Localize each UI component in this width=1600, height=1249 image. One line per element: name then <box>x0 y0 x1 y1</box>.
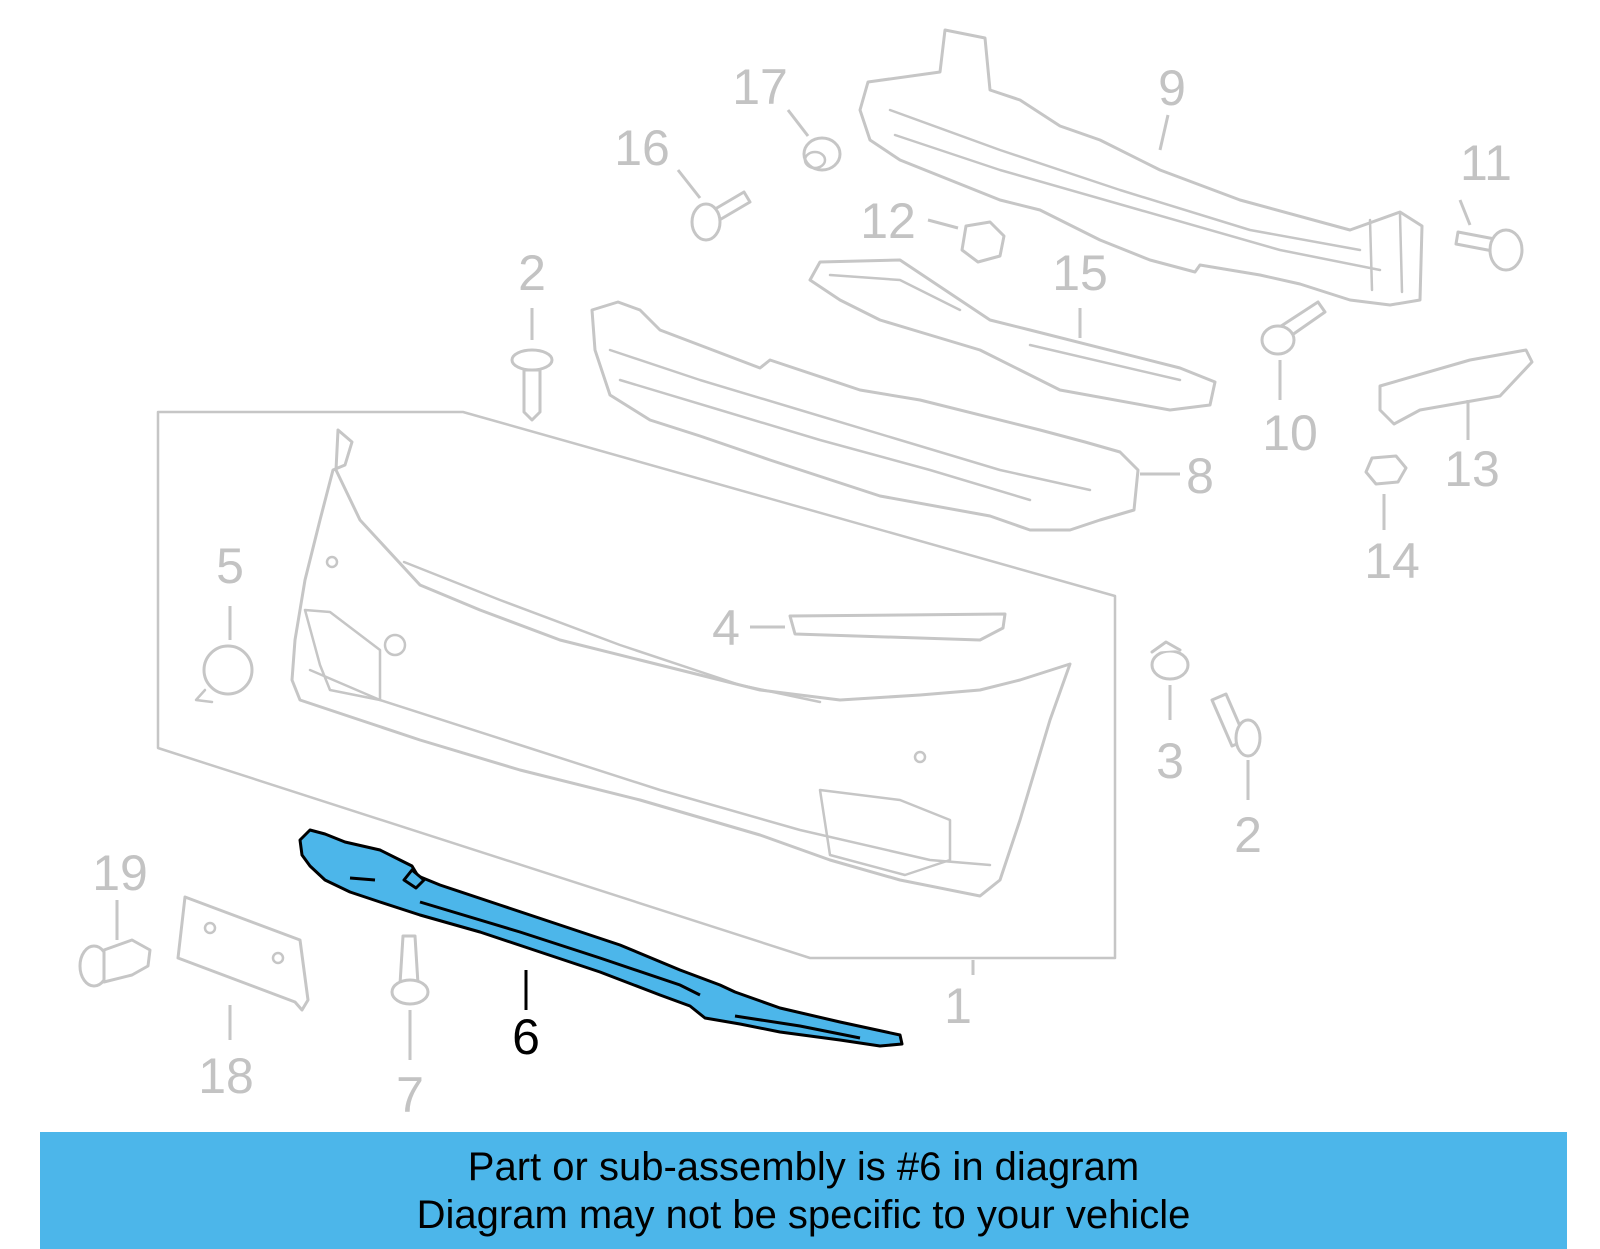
callout-5: 5 <box>216 538 244 594</box>
callout-10: 10 <box>1262 405 1318 461</box>
callout-8: 8 <box>1186 448 1214 504</box>
part-15-absorber <box>808 258 1217 412</box>
banner-line-part: Part or sub-assembly is #6 in diagram <box>467 1144 1140 1189</box>
callout-3: 3 <box>1156 733 1184 789</box>
part-8-energy-absorber <box>590 300 1140 532</box>
part-19-retainer <box>78 938 152 988</box>
part-10-bolt <box>1260 300 1327 356</box>
part-4-trim-strip <box>788 612 1007 642</box>
part-13-bracket <box>1378 348 1534 426</box>
part-17-push-pin <box>802 136 842 172</box>
bumper-assembly-outline <box>156 410 1117 960</box>
callout-16: 16 <box>614 120 670 176</box>
callout-18: 18 <box>198 1048 254 1104</box>
banner-line-disclaimer: Diagram may not be specific to your vehi… <box>416 1192 1191 1237</box>
callout-4: 4 <box>712 600 740 656</box>
part-3-push-pin <box>1150 640 1190 681</box>
callout-2-upper: 2 <box>518 245 546 301</box>
callout-11: 11 <box>1460 135 1512 191</box>
part-11-bolt <box>1454 228 1524 272</box>
callout-7: 7 <box>396 1067 424 1123</box>
callout-1: 1 <box>944 978 972 1034</box>
part-12-nut <box>960 220 1006 264</box>
part-7-screw <box>390 934 430 1006</box>
callout-13: 13 <box>1444 441 1500 497</box>
callout-12: 12 <box>860 193 916 249</box>
part-14-nut <box>1364 454 1408 486</box>
leader-lines <box>115 109 1472 1060</box>
part-2-bolt-lower <box>1210 692 1262 758</box>
part-1-bumper-cover <box>290 428 1072 898</box>
callout-6: 6 <box>512 1009 540 1065</box>
part-2-bolt-upper <box>510 348 554 422</box>
callout-15: 15 <box>1052 245 1108 301</box>
callout-17: 17 <box>732 59 788 115</box>
part-9-reinforcement-beam <box>858 28 1424 307</box>
callout-9: 9 <box>1158 60 1186 116</box>
part-16-bolt <box>690 190 752 242</box>
callout-19: 19 <box>92 845 148 901</box>
part-5-cap <box>194 644 254 704</box>
part-info-banner: Part or sub-assembly is #6 in diagram Di… <box>40 1132 1567 1249</box>
part-18-license-bracket <box>176 895 310 1012</box>
callout-14: 14 <box>1364 533 1420 589</box>
callout-2-lower: 2 <box>1234 807 1262 863</box>
part-6-lower-deflector <box>298 828 904 1048</box>
callout-labels: 1 2 2 3 4 5 6 7 8 9 10 11 12 13 14 15 16… <box>92 59 1512 1123</box>
